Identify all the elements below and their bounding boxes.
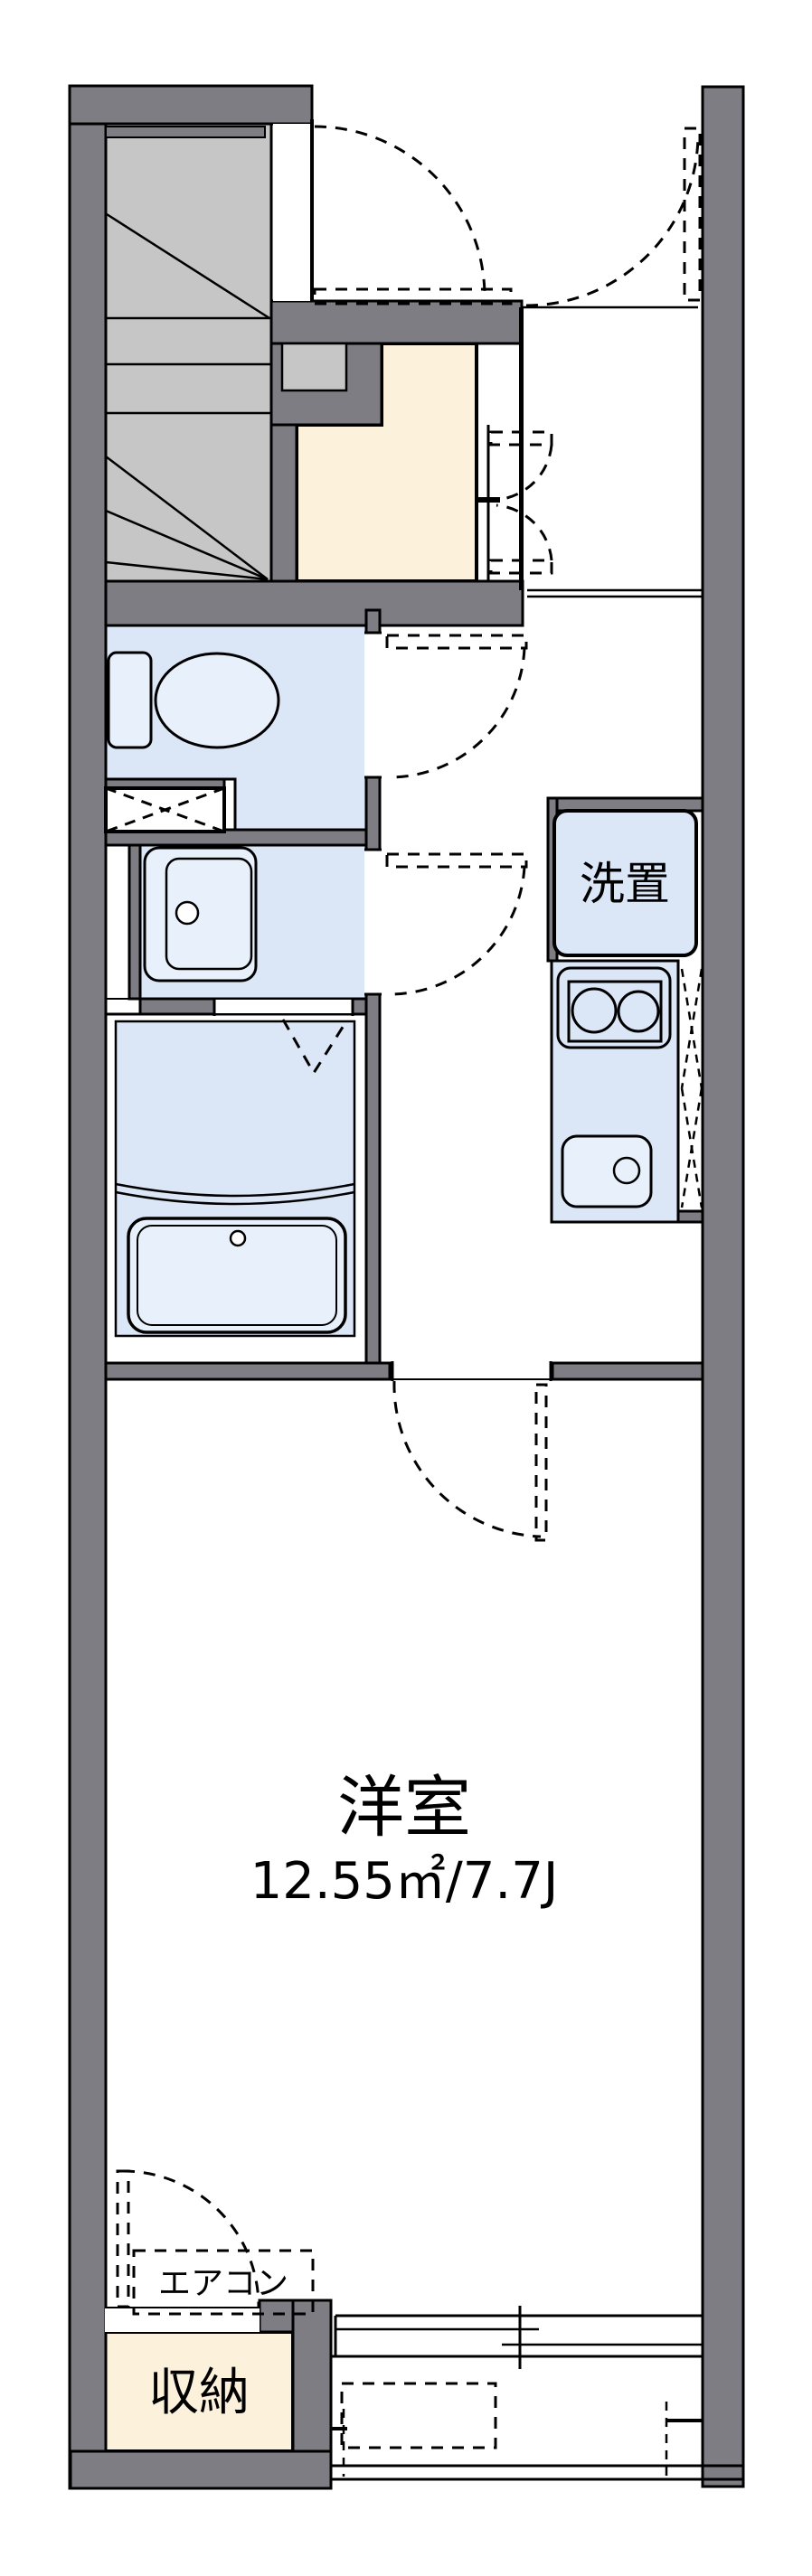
opening-storage (105, 2308, 260, 2332)
wall-mainroom-top-right (551, 1361, 704, 1381)
toilet-tank-icon (107, 651, 153, 749)
wall-bottom (69, 2449, 333, 2490)
stair-steps (105, 126, 271, 581)
entrance-double-door-swing-top (496, 444, 553, 502)
sink-icon (561, 1134, 653, 1208)
wall-toilet-washstand (104, 828, 368, 847)
opening-toilet (364, 633, 382, 777)
main-room-area-label: 12.55㎡/7.7J (250, 1852, 559, 1911)
kitchen-counter (550, 959, 680, 1224)
wall-right (701, 85, 745, 2488)
toilet-door-leaf (385, 634, 528, 650)
entrance-double-door-swing-bottom (496, 503, 553, 561)
wall-pipe-space (127, 843, 142, 1001)
pipe-space (105, 844, 130, 1000)
opening-front-door (273, 124, 312, 301)
structure-lines (105, 119, 703, 2308)
washer-space-label: 洗置 (580, 858, 670, 910)
opening-main-room (392, 1363, 551, 1379)
refrigerator-space (680, 968, 703, 1208)
staircase (104, 122, 273, 583)
entry-room-door-leaf (683, 127, 702, 302)
wall-entrance-top (269, 299, 524, 345)
stair-landing-step (280, 342, 348, 392)
opening-bathroom (214, 1000, 353, 1013)
wall-entry-room-left (519, 307, 524, 590)
wall-mainroom-top-left (104, 1361, 392, 1381)
burner-right-icon (617, 990, 660, 1033)
front-door-swing (314, 125, 486, 297)
toilet-icon (154, 652, 280, 749)
access-hatch-icon (104, 786, 226, 833)
aircon-label: エアコン (158, 2265, 288, 2302)
storage-door-swing (122, 2169, 260, 2308)
door-openings (105, 124, 551, 2332)
wall-storage-topright (258, 2299, 295, 2334)
wall-kitchen-notch (676, 1209, 704, 1224)
storage-door-leaf (116, 2169, 130, 2308)
washstand-door-leaf (385, 852, 528, 869)
opening-washstand (364, 850, 382, 994)
washstand-icon (143, 846, 258, 982)
toilet-door-swing (388, 647, 526, 779)
wall-stair-side (269, 423, 298, 583)
fixtures (104, 651, 703, 1334)
main-room-door-swing (392, 1380, 542, 1538)
labels: 洗置 洋室 12.55㎡/7.7J エアコン 収納 (148, 858, 670, 2422)
bathtub-icon (115, 1019, 355, 1334)
stove-icon (556, 966, 672, 1049)
wall-entrance-bottom (104, 579, 524, 627)
burner-left-icon (571, 987, 618, 1034)
doors (116, 125, 702, 2449)
stair-break-line (105, 126, 266, 138)
wall-top (68, 84, 314, 126)
entrance-double-door-leaf-bottom (489, 559, 553, 575)
entry-room-door-swing (525, 133, 700, 307)
washer-space (552, 809, 698, 957)
balcony-step (340, 2382, 497, 2449)
main-room-door-leaf (534, 1383, 548, 1542)
aircon-box (132, 2249, 315, 2316)
storage-label: 収納 (148, 2364, 250, 2422)
main-room-label: 洋室 (337, 1769, 471, 1847)
south-window (331, 2306, 743, 2481)
entrance-double-door-leaf-top (489, 430, 553, 447)
washstand-door-swing (388, 866, 526, 996)
wall-left (68, 84, 108, 2490)
wall-kitchen-top (546, 796, 704, 813)
